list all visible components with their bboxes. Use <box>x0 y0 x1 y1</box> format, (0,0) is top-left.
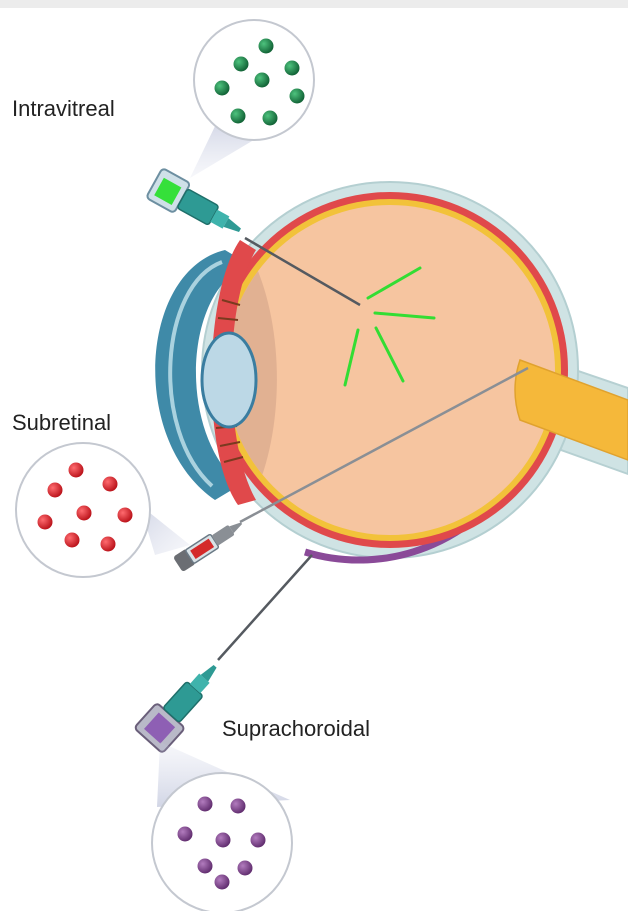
subretinal-label: Subretinal <box>12 410 111 436</box>
suprachoroidal-needle <box>218 555 312 660</box>
subretinal-particles <box>16 443 150 577</box>
eyeball <box>155 182 628 560</box>
syringe-green-vial-icon <box>146 168 248 245</box>
top-band <box>0 0 628 8</box>
lens <box>202 333 256 427</box>
intravitreal-label: Intravitreal <box>12 96 115 122</box>
suprachoroidal-label: Suprachoroidal <box>222 716 370 742</box>
syringe-purple-vial-icon <box>134 654 229 754</box>
suprachoroidal-particles <box>152 773 292 911</box>
intravitreal-particles <box>194 20 314 140</box>
